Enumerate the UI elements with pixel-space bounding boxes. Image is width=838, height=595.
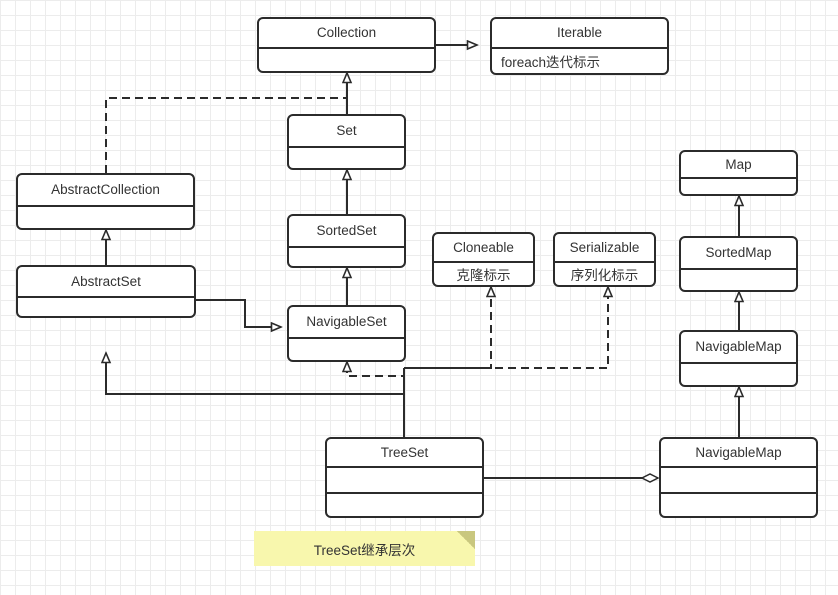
class-compartment: 克隆标示	[434, 261, 533, 285]
class-compartment	[18, 205, 193, 228]
class-box-navigableset[interactable]: NavigableSet	[287, 305, 406, 362]
class-name-serializable: Serializable	[569, 239, 640, 255]
class-name-cloneable: Cloneable	[453, 239, 514, 255]
edge-treeset-to-navigableset	[347, 362, 405, 394]
class-compartment	[289, 337, 404, 360]
note-label: TreeSet继承层次	[313, 542, 416, 558]
class-box-treeset[interactable]: TreeSet	[325, 437, 484, 518]
class-box-map[interactable]: Map	[679, 150, 798, 196]
class-compartment	[327, 492, 482, 516]
class-box-navigablemap[interactable]: NavigableMap	[679, 330, 798, 387]
diagram-note[interactable]: TreeSet继承层次	[254, 531, 475, 566]
class-box-serializable[interactable]: Serializable 序列化标示	[553, 232, 656, 287]
edge-treeset-to-serializable	[404, 287, 608, 369]
class-compartment	[681, 268, 796, 290]
class-box-iterable[interactable]: Iterable foreach迭代标示	[490, 17, 669, 75]
class-box-collection[interactable]: Collection	[257, 17, 436, 73]
class-box-navigablemap-bottom[interactable]: NavigableMap	[659, 437, 818, 518]
class-compartment: 序列化标示	[555, 261, 654, 285]
class-box-abstractset[interactable]: AbstractSet	[16, 265, 196, 318]
class-compartment	[327, 466, 482, 492]
class-box-sortedmap[interactable]: SortedMap	[679, 236, 798, 292]
class-box-sortedset[interactable]: SortedSet	[287, 214, 406, 268]
class-box-set[interactable]: Set	[287, 114, 406, 170]
class-compartment	[289, 146, 404, 168]
class-compartment: foreach迭代标示	[492, 47, 667, 73]
note-fold-icon	[457, 531, 475, 549]
class-name-set: Set	[336, 123, 357, 139]
class-compartment	[661, 492, 816, 516]
edge-treeset-to-abstractset	[106, 353, 405, 438]
class-name-map: Map	[725, 156, 752, 172]
class-name-navigablemap: NavigableMap	[695, 339, 782, 355]
class-box-cloneable[interactable]: Cloneable 克隆标示	[432, 232, 535, 287]
class-compartment	[18, 296, 194, 316]
class-name-navigablemap-bottom: NavigableMap	[695, 444, 782, 460]
class-box-abstractcollection[interactable]: AbstractCollection	[16, 173, 195, 230]
class-compartment	[259, 47, 434, 71]
class-name-navigableset: NavigableSet	[306, 314, 387, 330]
class-name-sortedset: SortedSet	[316, 223, 377, 239]
class-compartment	[681, 177, 796, 194]
class-name-treeset: TreeSet	[380, 444, 429, 460]
class-compartment	[661, 466, 816, 492]
class-name-abstractset: AbstractSet	[71, 273, 141, 289]
class-name-sortedmap: SortedMap	[705, 245, 772, 261]
edge-abstractset-to-navigableset	[196, 299, 281, 327]
class-name-collection: Collection	[316, 25, 377, 41]
class-name-iterable: Iterable	[556, 25, 603, 41]
class-name-abstractcollection: AbstractCollection	[51, 182, 160, 198]
class-compartment	[681, 362, 796, 385]
edge-treeset-to-cloneable	[403, 287, 491, 402]
class-compartment	[289, 246, 404, 266]
